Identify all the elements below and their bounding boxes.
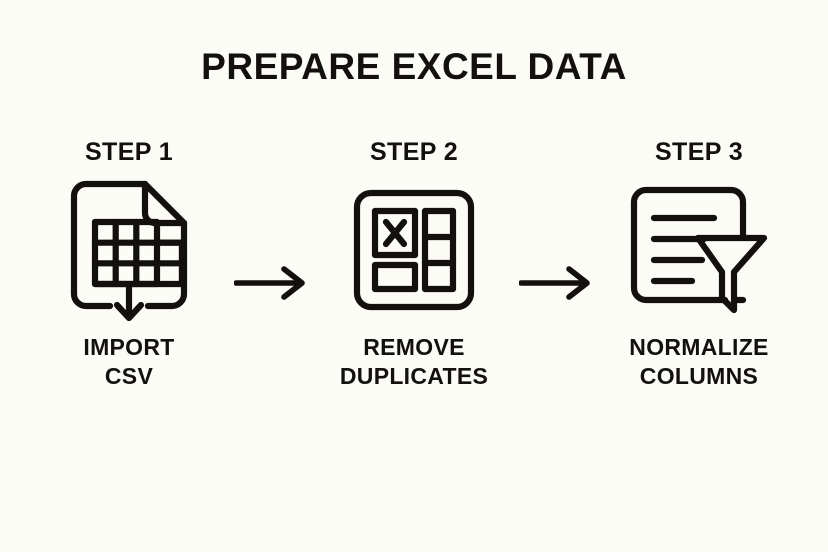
step-2-heading: STEP 2 bbox=[369, 138, 459, 166]
step-2: STEP 2 REMOVE DUPLICATES bbox=[317, 140, 512, 392]
arrow-step1-to-step2 bbox=[227, 208, 317, 358]
step-1-label: IMPORT CSV bbox=[83, 334, 175, 390]
filter-funnel-document-icon bbox=[624, 175, 774, 325]
remove-duplicates-grid-icon bbox=[339, 175, 489, 325]
csv-document-download-icon bbox=[54, 175, 204, 325]
step-3-heading: STEP 3 bbox=[654, 138, 744, 166]
step-3-label: NORMALIZE COLUMNS bbox=[629, 334, 769, 390]
page-title: PREPARE EXCEL DATA bbox=[201, 46, 627, 87]
step-2-label: REMOVE DUPLICATES bbox=[339, 334, 489, 390]
arrow-step2-to-step3 bbox=[512, 208, 602, 358]
step-1-heading: STEP 1 bbox=[84, 138, 174, 166]
step-3: STEP 3 NORMALIZE COLUMNS bbox=[602, 140, 797, 392]
step-1: STEP 1 bbox=[32, 140, 227, 392]
steps-row: STEP 1 bbox=[0, 140, 828, 440]
